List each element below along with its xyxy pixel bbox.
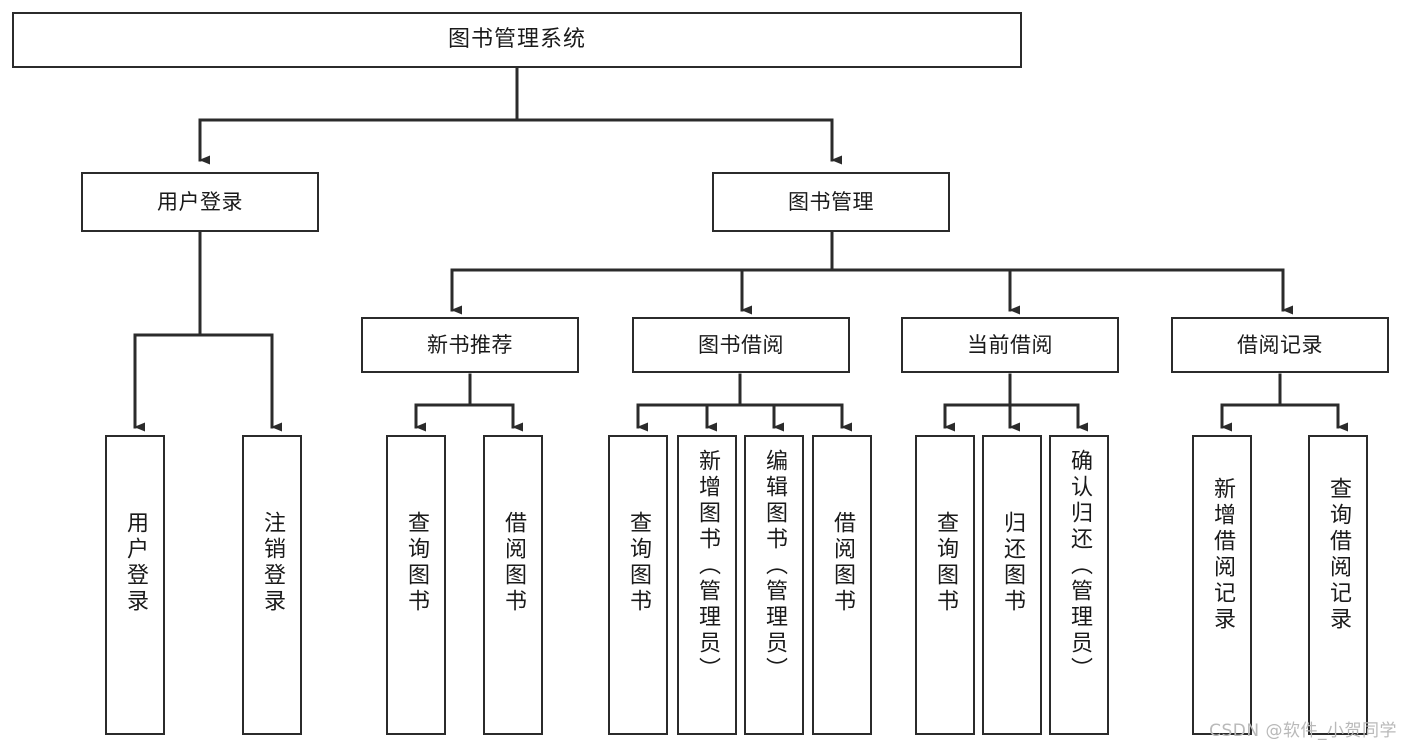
leaf-current-1-label: 查询图书 (933, 511, 958, 615)
leaf-borrow-4[interactable]: 借阅图书 (812, 435, 872, 735)
node-user-login-label: 用户登录 (157, 189, 243, 214)
node-book-borrow[interactable]: 图书借阅 (632, 317, 850, 373)
leaf-record-1[interactable]: 新增借阅记录 (1192, 435, 1252, 735)
leaf-current-2[interactable]: 归还图书 (982, 435, 1042, 735)
node-borrow-record[interactable]: 借阅记录 (1171, 317, 1389, 373)
leaf-current-3-label: 确认归还（管理员） (1067, 449, 1092, 683)
node-borrow-record-label: 借阅记录 (1237, 332, 1323, 357)
leaf-borrow-1[interactable]: 查询图书 (608, 435, 668, 735)
node-root-label: 图书管理系统 (447, 27, 586, 53)
leaf-record-2[interactable]: 查询借阅记录 (1308, 435, 1368, 735)
leaf-record-2-label: 查询借阅记录 (1326, 477, 1351, 633)
leaf-user-login-2[interactable]: 注销登录 (242, 435, 302, 735)
leaf-borrow-4-label: 借阅图书 (830, 511, 855, 615)
leaf-borrow-3[interactable]: 编辑图书（管理员） (744, 435, 804, 735)
leaf-user-login-2-label: 注销登录 (260, 511, 285, 615)
leaf-user-login-1[interactable]: 用户登录 (105, 435, 165, 735)
leaf-current-2-label: 归还图书 (1000, 511, 1025, 615)
leaf-current-3[interactable]: 确认归还（管理员） (1049, 435, 1109, 735)
leaf-recommend-2-label: 借阅图书 (501, 511, 526, 615)
leaf-recommend-1-label: 查询图书 (404, 511, 429, 615)
leaf-borrow-2-label: 新增图书（管理员） (695, 449, 720, 683)
node-user-login[interactable]: 用户登录 (81, 172, 319, 232)
node-book-borrow-label: 图书借阅 (698, 332, 784, 357)
node-new-book-recommend[interactable]: 新书推荐 (361, 317, 579, 373)
leaf-current-1[interactable]: 查询图书 (915, 435, 975, 735)
node-book-manage[interactable]: 图书管理 (712, 172, 950, 232)
node-current-borrow[interactable]: 当前借阅 (901, 317, 1119, 373)
leaf-borrow-1-label: 查询图书 (626, 511, 651, 615)
node-book-manage-label: 图书管理 (788, 189, 874, 214)
node-current-borrow-label: 当前借阅 (967, 332, 1053, 357)
node-root[interactable]: 图书管理系统 (12, 12, 1022, 68)
leaf-borrow-3-label: 编辑图书（管理员） (762, 449, 787, 683)
leaf-recommend-1[interactable]: 查询图书 (386, 435, 446, 735)
csdn-watermark: CSDN @软件_小贺同学 (1209, 721, 1397, 741)
leaf-record-1-label: 新增借阅记录 (1210, 477, 1235, 633)
leaf-recommend-2[interactable]: 借阅图书 (483, 435, 543, 735)
leaf-user-login-1-label: 用户登录 (123, 511, 148, 615)
node-new-book-recommend-label: 新书推荐 (427, 332, 513, 357)
leaf-borrow-2[interactable]: 新增图书（管理员） (677, 435, 737, 735)
